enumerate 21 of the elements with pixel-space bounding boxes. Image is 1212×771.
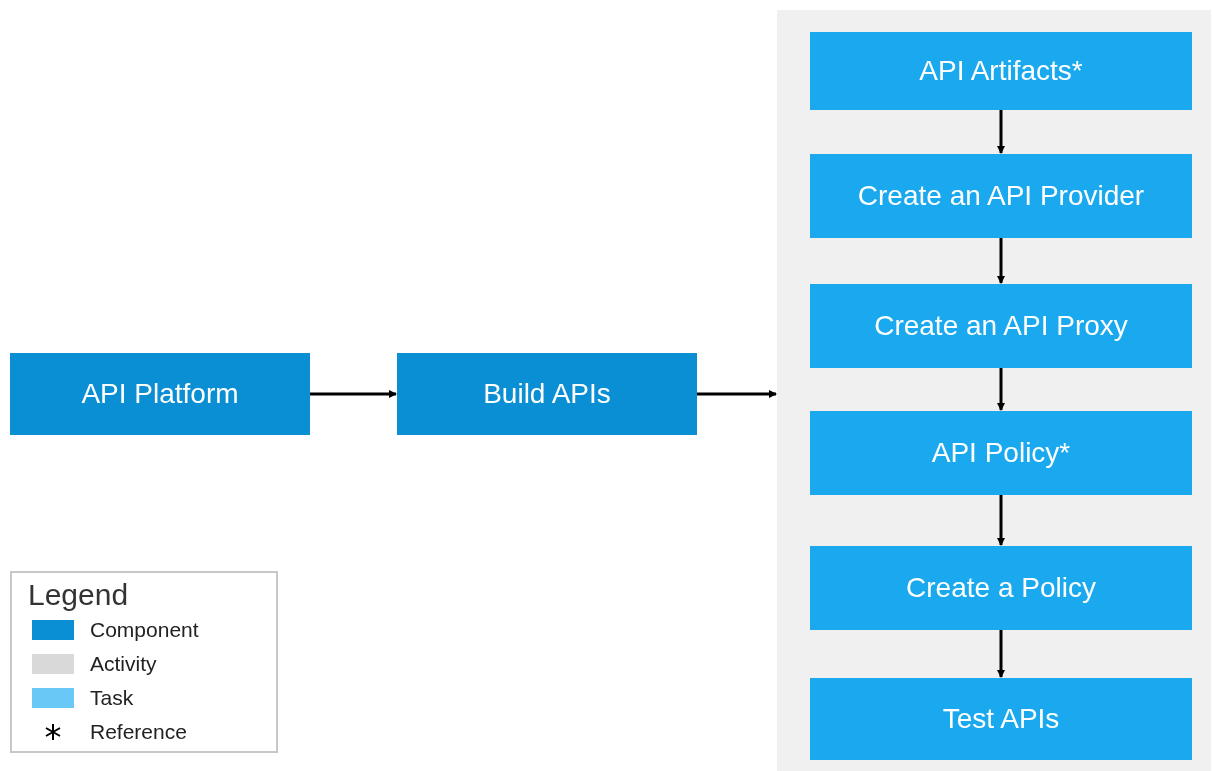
arrow: [997, 630, 1005, 678]
arrow: [997, 238, 1005, 284]
activity-panel: [777, 10, 1211, 771]
arrow: [310, 390, 397, 398]
legend-text: Task: [90, 685, 134, 712]
legend-text: Component: [90, 617, 199, 644]
task-box: Create an API Proxy: [810, 284, 1192, 368]
arrow: [997, 495, 1005, 546]
task-box: Create a Policy: [810, 546, 1192, 630]
legend-text: Reference: [90, 719, 187, 746]
task-box: Create an API Provider: [810, 154, 1192, 238]
task-box: Test APIs: [810, 678, 1192, 760]
legend-text: Activity: [90, 651, 157, 678]
arrow: [997, 368, 1005, 411]
arrow: [997, 110, 1005, 154]
task-box: API Policy*: [810, 411, 1192, 495]
component-box: Build APIs: [397, 353, 697, 435]
arrow: [697, 390, 777, 398]
component-box: API Platform: [10, 353, 310, 435]
task-box: API Artifacts*: [810, 32, 1192, 110]
legend-title: Legend: [28, 577, 130, 613]
